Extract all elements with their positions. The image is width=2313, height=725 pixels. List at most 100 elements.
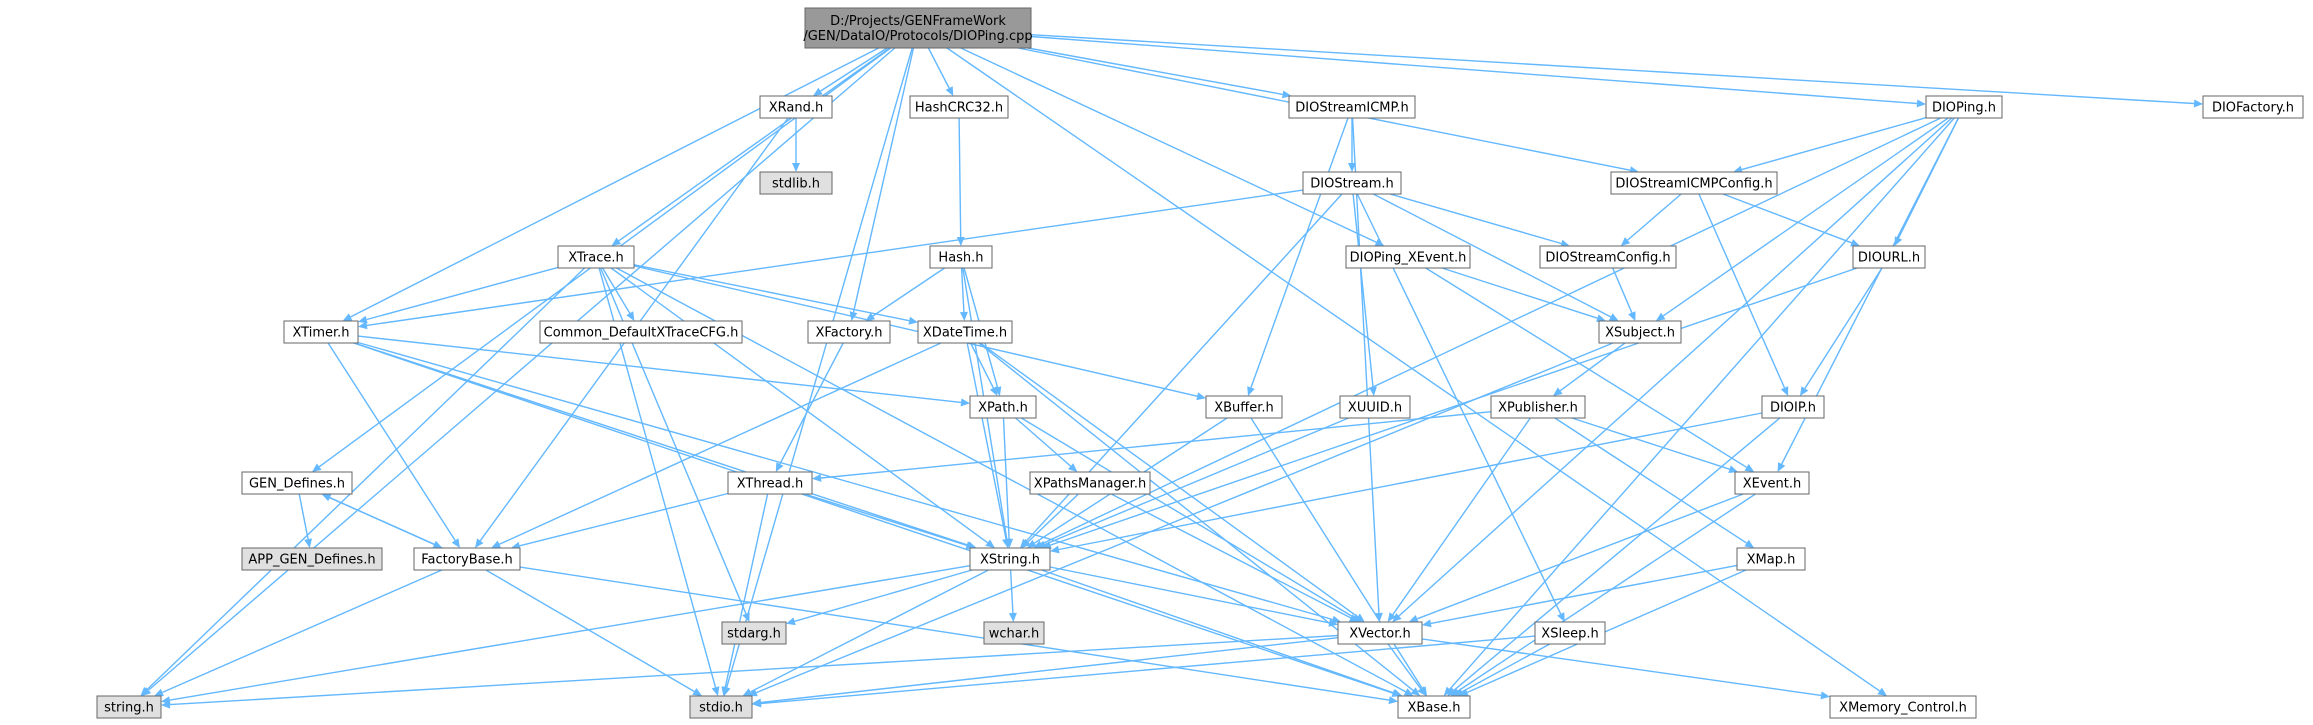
edge-line — [852, 47, 915, 313]
node-label: XEvent.h — [1743, 477, 1802, 492]
edge-xtrace-to-stringh — [140, 267, 586, 696]
edge-line — [1416, 493, 1744, 620]
arrowhead-icon — [1387, 612, 1397, 622]
node-label: DIOStream.h — [1310, 177, 1393, 192]
node-label: GEN_Defines.h — [249, 477, 345, 492]
edge-hash-to-xfactory — [865, 267, 945, 321]
node-gendefines[interactable]: GEN_Defines.h — [241, 471, 353, 495]
arrowhead-icon — [1392, 689, 1403, 697]
edge-line — [960, 47, 1377, 243]
node-xfactory[interactable]: XFactory.h — [807, 320, 891, 344]
edge-line — [162, 569, 443, 694]
node-xthread[interactable]: XThread.h — [727, 471, 813, 495]
edge-line — [1467, 569, 1747, 694]
edge-xvector-to-stringh — [161, 634, 1339, 709]
node-label: XBuffer.h — [1214, 401, 1274, 416]
node-xpath[interactable]: XPath.h — [969, 395, 1037, 419]
edge-xpath-to-xpathsmanager — [1015, 417, 1078, 472]
arrowhead-icon — [1328, 618, 1338, 627]
edge-line — [927, 47, 950, 89]
arrowhead-icon — [692, 688, 703, 696]
node-label: XTrace.h — [568, 251, 624, 266]
edge-xdatetime-to-factorybase — [491, 342, 942, 548]
node-xpublisher[interactable]: XPublisher.h — [1490, 395, 1586, 419]
arrowhead-icon — [711, 686, 720, 696]
arrowhead-icon — [342, 313, 353, 321]
edge-xtrace-to-xtimer — [358, 266, 559, 324]
arrowhead-icon — [1403, 688, 1414, 696]
edge-xtrace-to-xstring — [610, 267, 995, 548]
node-xrand[interactable]: XRand.h — [759, 95, 833, 119]
edge-line — [979, 342, 1358, 618]
node-diostreamicmp[interactable]: DIOStreamICMP.h — [1288, 95, 1416, 119]
node-diostream[interactable]: DIOStream.h — [1302, 171, 1402, 195]
node-appgendefines[interactable]: APP_GEN_Defines.h — [241, 547, 383, 571]
node-xbuffer[interactable]: XBuffer.h — [1205, 395, 1283, 419]
node-xsleep[interactable]: XSleep.h — [1534, 621, 1606, 645]
arrowhead-icon — [1068, 463, 1078, 472]
arrowhead-icon — [1628, 311, 1636, 321]
node-stdio[interactable]: stdio.h — [689, 695, 753, 719]
node-xuuid[interactable]: XUUID.h — [1339, 395, 1411, 419]
node-box — [1288, 95, 1416, 119]
node-hashcrc32[interactable]: HashCRC32.h — [909, 95, 1009, 119]
node-label: stdarg.h — [727, 627, 781, 642]
node-xevent[interactable]: XEvent.h — [1734, 471, 1810, 495]
edge-root-to-xtrace — [611, 47, 891, 246]
node-hash[interactable]: Hash.h — [929, 245, 993, 269]
node-stdarg[interactable]: stdarg.h — [721, 621, 787, 645]
edge-line — [519, 566, 1390, 701]
node-factorybase[interactable]: FactoryBase.h — [413, 547, 521, 571]
node-box — [1852, 245, 1926, 269]
edge-xthread-to-factorybase — [510, 492, 729, 550]
node-xdatetime[interactable]: XDateTime.h — [917, 320, 1013, 344]
node-diofactory[interactable]: DIOFactory.h — [2202, 95, 2304, 119]
node-label: XDateTime.h — [923, 326, 1007, 341]
node-dioip[interactable]: DIOIP.h — [1761, 395, 1825, 419]
node-stdlib[interactable]: stdlib.h — [759, 171, 833, 195]
node-box — [1534, 621, 1606, 645]
edge-line — [1698, 193, 1786, 389]
edge-xtrace-to-commondefault — [601, 267, 635, 321]
node-diostreamconfig[interactable]: DIOStreamConfig.h — [1539, 245, 1677, 269]
arrowhead-icon — [321, 494, 332, 502]
edge-line — [633, 265, 1198, 397]
node-stringh[interactable]: string.h — [96, 695, 162, 719]
arrowhead-icon — [786, 617, 796, 626]
node-xbase[interactable]: XBase.h — [1397, 695, 1471, 719]
node-box — [1761, 395, 1825, 419]
node-xtrace[interactable]: XTrace.h — [557, 245, 635, 269]
edge-line — [1030, 34, 2195, 105]
edge-diostreamicmpconfig-to-diourl — [1722, 193, 1860, 247]
arrowhead-icon — [1374, 612, 1383, 622]
edge-line — [820, 47, 888, 92]
node-xtimer[interactable]: XTimer.h — [283, 320, 359, 344]
edge-xstring-to-wchar — [1008, 569, 1017, 622]
edge-line — [169, 634, 1339, 706]
node-diourl[interactable]: DIOURL.h — [1852, 245, 1926, 269]
edge-line — [1387, 643, 1422, 690]
node-root[interactable]: D:/Projects/GENFrameWork/GEN/DataIO/Prot… — [803, 7, 1033, 49]
edge-line — [756, 342, 1614, 694]
node-diopingxevent[interactable]: DIOPing_XEvent.h — [1345, 245, 1471, 269]
node-dioping[interactable]: DIOPing.h — [1925, 95, 2003, 119]
arrowhead-icon — [1348, 163, 1356, 172]
arrowhead-icon — [1916, 99, 1926, 108]
node-xsubject[interactable]: XSubject.h — [1598, 320, 1682, 344]
node-commondefault[interactable]: Common_DefaultXTraceCFG.h — [539, 320, 743, 344]
arrowhead-icon — [985, 539, 995, 548]
node-box — [929, 245, 993, 269]
node-wchar[interactable]: wchar.h — [983, 621, 1045, 645]
node-xmemory[interactable]: XMemory_Control.h — [1829, 695, 1977, 719]
node-xvector[interactable]: XVector.h — [1337, 621, 1423, 645]
arrowhead-icon — [812, 474, 822, 482]
node-xmap[interactable]: XMap.h — [1736, 547, 1806, 571]
arrowhead-icon — [312, 463, 322, 472]
node-label: D:/Projects/GENFrameWork — [830, 14, 1006, 29]
node-xstring[interactable]: XString.h — [969, 547, 1051, 571]
node-diostreamicmpconfig[interactable]: DIOStreamICMPConfig.h — [1610, 171, 1778, 195]
edge-layer — [140, 34, 2203, 709]
node-box — [917, 320, 1013, 344]
node-xpathsmanager[interactable]: XPathsManager.h — [1029, 471, 1151, 495]
edge-diostreamicmp-to-xvector — [1351, 117, 1383, 622]
